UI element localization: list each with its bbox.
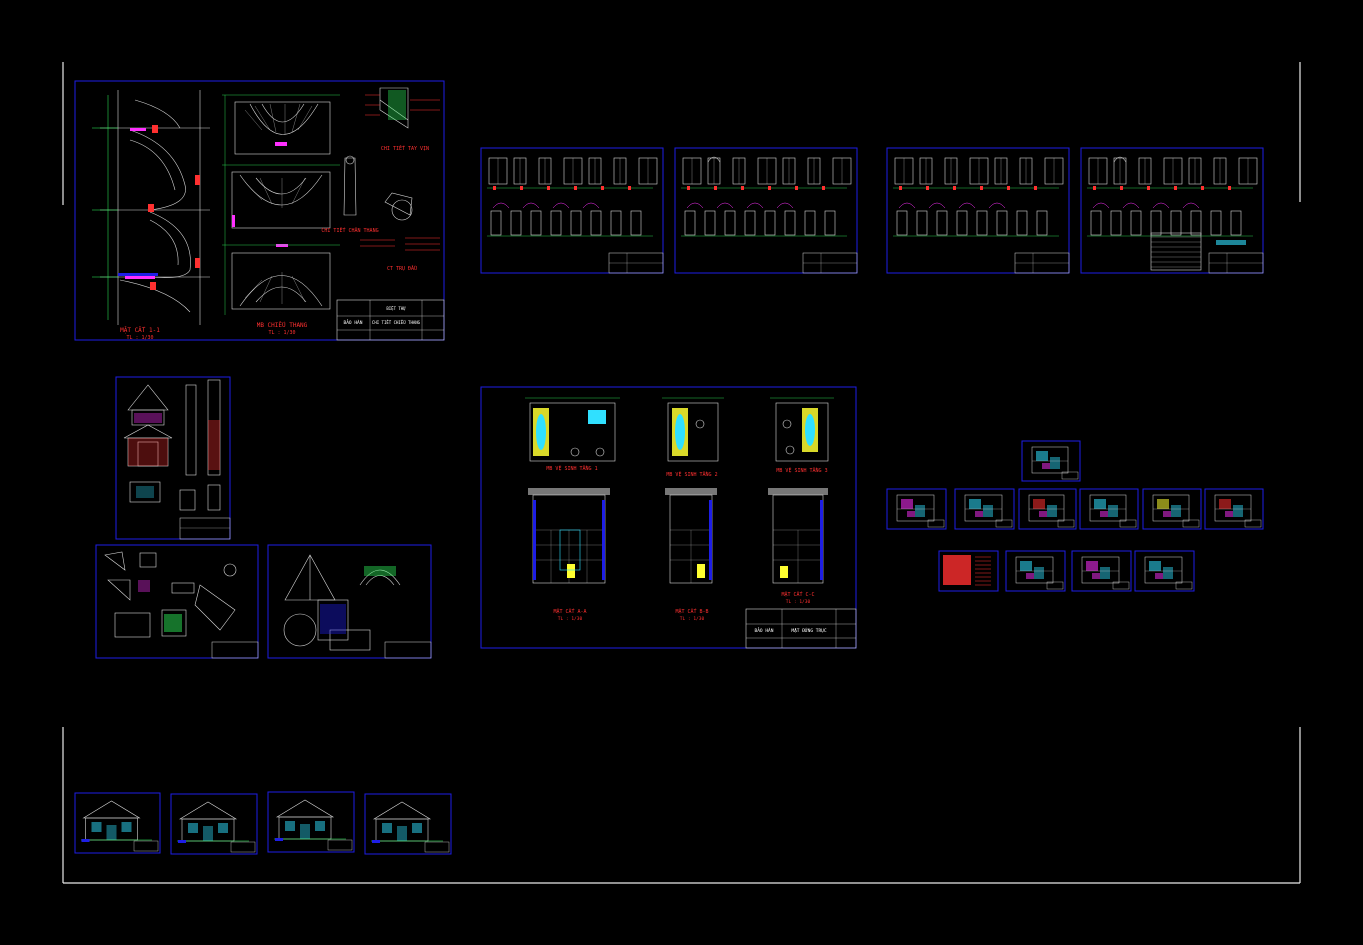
stair-section-label: MẶT CẮT 1-1 <box>120 327 160 334</box>
sheet-door-window-2[interactable] <box>674 147 858 274</box>
title-block <box>802 252 858 274</box>
bath-title-block: BẢO HÀN MẶT ĐỨNG TRỤC <box>745 608 857 649</box>
bath-plan-3-label: MB VỆ SINH TẦNG 3 <box>776 466 827 474</box>
sheet-door-window-1[interactable] <box>480 147 664 274</box>
stair-detail-label-1: CHI TIẾT TAY VỊN <box>381 144 429 152</box>
sheet-thumbnail-6[interactable] <box>1142 488 1202 530</box>
sheet-door-window-3[interactable] <box>886 147 1070 274</box>
stair-title-block: BẢO HÀN BIỆT THỰ CHI TIẾT CHIẾU THANG <box>336 299 445 341</box>
sheet-facade-detail[interactable] <box>115 376 231 540</box>
title-block <box>1014 252 1070 274</box>
stair-detail-drawings <box>343 87 413 221</box>
bath-section-3-scale: TL : 1/30 <box>786 599 811 605</box>
sheet-thumbnail-3[interactable] <box>954 488 1015 530</box>
title-block <box>1208 252 1264 274</box>
sheet-door-window-4[interactable] <box>1080 147 1264 274</box>
sheet-group-floor-plans[interactable] <box>886 440 1264 592</box>
sheet-elevation-4[interactable] <box>364 793 452 855</box>
bath-section-2-scale: TL : 1/30 <box>680 616 705 622</box>
sheet-thumbnail-1[interactable] <box>1021 440 1081 482</box>
stair-section-scale: TL : 1/30 <box>126 335 153 341</box>
sheet-elevation-1[interactable] <box>74 792 161 854</box>
bath-section-1-label: MẶT CẮT A-A <box>553 608 586 615</box>
stair-plan-scale: TL : 1/30 <box>268 330 295 336</box>
bath-section-2-label: MẶT CẮT B-B <box>675 608 708 615</box>
sheet-thumbnail-4[interactable] <box>1018 488 1077 530</box>
svg-text:CHI TIẾT CHIẾU THANG: CHI TIẾT CHIẾU THANG <box>372 320 421 325</box>
sheet-thumbnail-2[interactable] <box>886 488 947 530</box>
sheet-thumbnail-7[interactable] <box>1204 488 1264 530</box>
svg-text:MẶT ĐỨNG TRỤC: MẶT ĐỨNG TRỤC <box>791 627 827 634</box>
sheet-group-door-window-details[interactable] <box>480 147 1264 274</box>
sheet-group-elevations[interactable] <box>74 791 452 855</box>
bath-plan-2-label: MB VỆ SINH TẦNG 2 <box>666 470 717 478</box>
bath-section-1-scale: TL : 1/30 <box>558 616 583 622</box>
svg-text:BẢO HÀN: BẢO HÀN <box>344 318 363 326</box>
sheet-ornament-details-2[interactable] <box>267 544 432 659</box>
layout-frame <box>62 62 1301 884</box>
stair-detail-label-2: CHI TIẾT CHÂN THANG <box>321 226 378 234</box>
sheet-bathroom-details[interactable]: MB VỆ SINH TẦNG 1 MB VỆ SINH TẦNG 2 MB V… <box>480 386 857 649</box>
sheet-elevation-2[interactable] <box>170 793 258 855</box>
bath-plan-1-label: MB VỆ SINH TẦNG 1 <box>546 464 597 472</box>
sheet-thumbnail-9[interactable] <box>1005 550 1066 592</box>
sheet-stair-details[interactable]: MẶT CẮT 1-1 TL : 1/30 <box>74 80 445 341</box>
title-block <box>608 252 664 274</box>
svg-text:BIỆT THỰ: BIỆT THỰ <box>386 306 406 311</box>
sheet-thumbnail-5[interactable] <box>1079 488 1139 530</box>
bath-section-3-label: MẶT CẮT C-C <box>781 591 814 598</box>
sheet-thumbnail-8[interactable] <box>938 550 999 592</box>
stair-plan-label: MB CHIẾU THANG <box>257 321 308 329</box>
sheet-thumbnail-10[interactable] <box>1071 550 1132 592</box>
sheet-ornament-details-1[interactable] <box>95 544 259 659</box>
sheet-thumbnail-11[interactable] <box>1134 550 1195 592</box>
svg-text:BẢO HÀN: BẢO HÀN <box>755 626 774 634</box>
stair-detail-label-3: CT TRỤ ĐẦU <box>387 265 417 272</box>
sheet-elevation-3[interactable] <box>267 791 355 853</box>
